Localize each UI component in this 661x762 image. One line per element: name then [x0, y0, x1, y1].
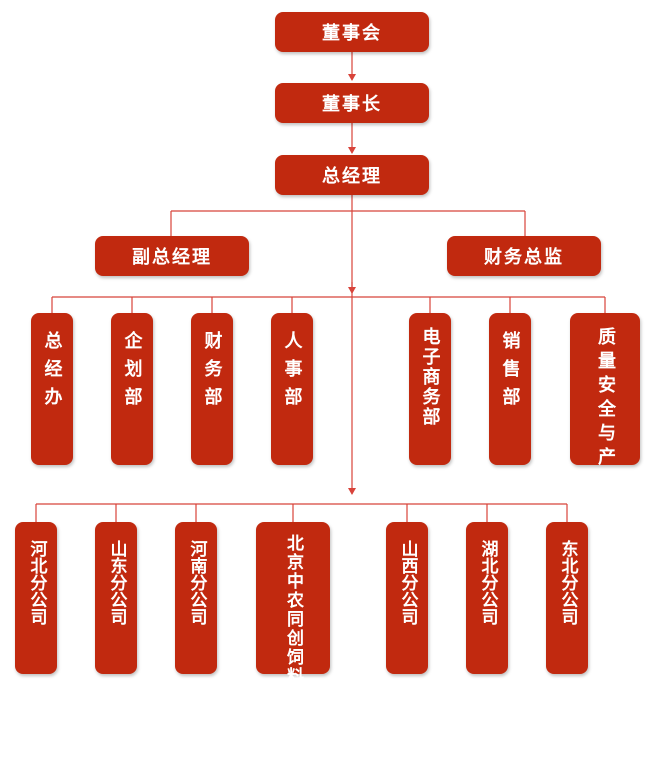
- chairman-box: 董事长: [275, 83, 429, 123]
- org-chart: 董事会 董事长 总经理 副总经理 财务总监 总经办 企划部 财务部 人事部 电子…: [15, 12, 640, 762]
- branch-label: 河南分公司: [186, 540, 207, 625]
- branch-hubei: 湖北分公司: [466, 522, 508, 674]
- deputy-gm-box: 副总经理: [95, 236, 249, 276]
- branch-label: 山西分公司: [397, 540, 418, 625]
- gm-label: 总经理: [322, 166, 382, 187]
- branch-northeast: 东北分公司: [546, 522, 588, 674]
- gm-box: 总经理: [275, 155, 429, 195]
- dept-quality-safety: 质量安全与产业部: [570, 313, 640, 519]
- dept-label: 企划部: [121, 331, 143, 415]
- branch-label: 东北分公司: [557, 540, 578, 625]
- branch-hebei: 河北分公司: [15, 522, 57, 674]
- branch-research-center: 北京中农同创饲料研究中心: [256, 522, 330, 762]
- dept-general-office: 总经办: [31, 313, 73, 465]
- branch-henan: 河南分公司: [175, 522, 217, 674]
- dept-label: 总经办: [41, 331, 63, 415]
- branch-shanxi: 山西分公司: [386, 522, 428, 674]
- dept-sales: 销售部: [489, 313, 531, 465]
- dept-label: 质量安全与产业部: [595, 327, 616, 519]
- board-box: 董事会: [275, 12, 429, 52]
- branch-label: 山东分公司: [106, 540, 127, 625]
- branch-label: 河北分公司: [26, 540, 47, 625]
- deputy-gm-label: 副总经理: [132, 247, 212, 268]
- dept-planning: 企划部: [111, 313, 153, 465]
- dept-label: 销售部: [499, 331, 521, 415]
- dept-hr: 人事部: [271, 313, 313, 465]
- dept-label: 人事部: [281, 331, 303, 415]
- finance-director-label: 财务总监: [484, 247, 564, 268]
- branch-label: 湖北分公司: [477, 540, 498, 625]
- finance-director-box: 财务总监: [447, 236, 601, 276]
- branch-label: 北京中农同创饲料研究中心: [283, 534, 303, 762]
- connector-lines: [35, 52, 606, 522]
- branch-shandong: 山东分公司: [95, 522, 137, 674]
- chairman-label: 董事长: [322, 94, 382, 115]
- dept-ecommerce: 电子商务部: [409, 313, 451, 465]
- dept-label: 财务部: [201, 331, 223, 415]
- dept-finance: 财务部: [191, 313, 233, 465]
- board-label: 董事会: [322, 23, 382, 44]
- dept-label: 电子商务部: [419, 327, 441, 427]
